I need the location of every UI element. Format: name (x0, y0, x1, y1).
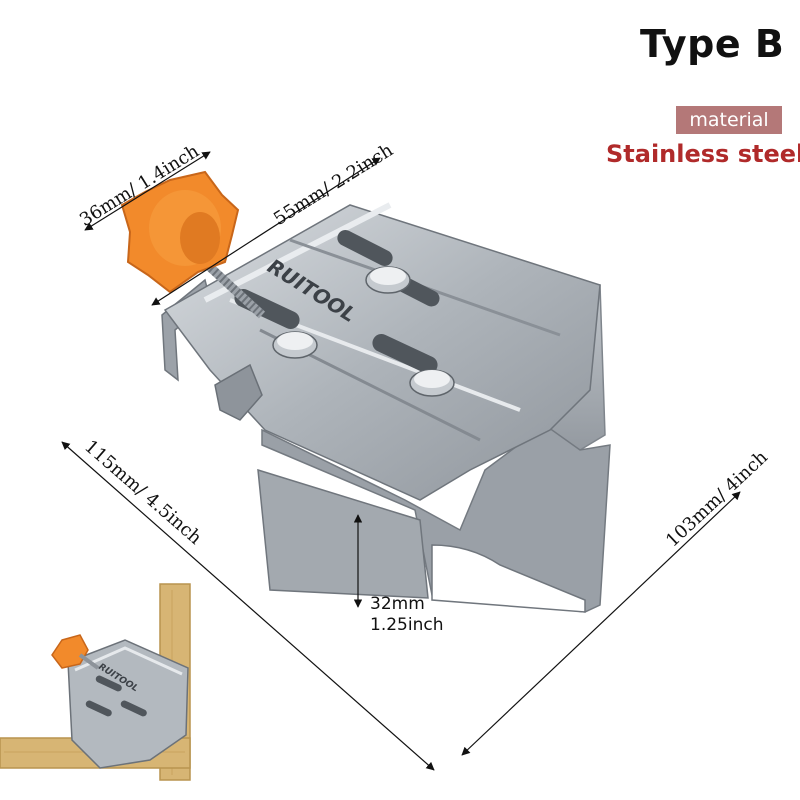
dimension-height: 32mm 1.25inch (370, 594, 443, 636)
material-value: Stainless steel (606, 140, 800, 168)
dimension-line-top (151, 157, 381, 306)
dimension-line-right (461, 491, 741, 756)
pin (365, 266, 411, 294)
pin (272, 331, 318, 359)
dimension-line-left (61, 441, 435, 771)
slot (372, 334, 438, 374)
usage-inset: RUITOOL (0, 583, 191, 781)
material-badge: material (676, 106, 782, 134)
clamp-bracket (214, 363, 263, 421)
pin (409, 369, 455, 397)
dimension-height-inch: 1.25inch (370, 615, 444, 635)
type-label: Type B (640, 22, 785, 66)
dimension-height-mm: 32mm (370, 594, 425, 614)
